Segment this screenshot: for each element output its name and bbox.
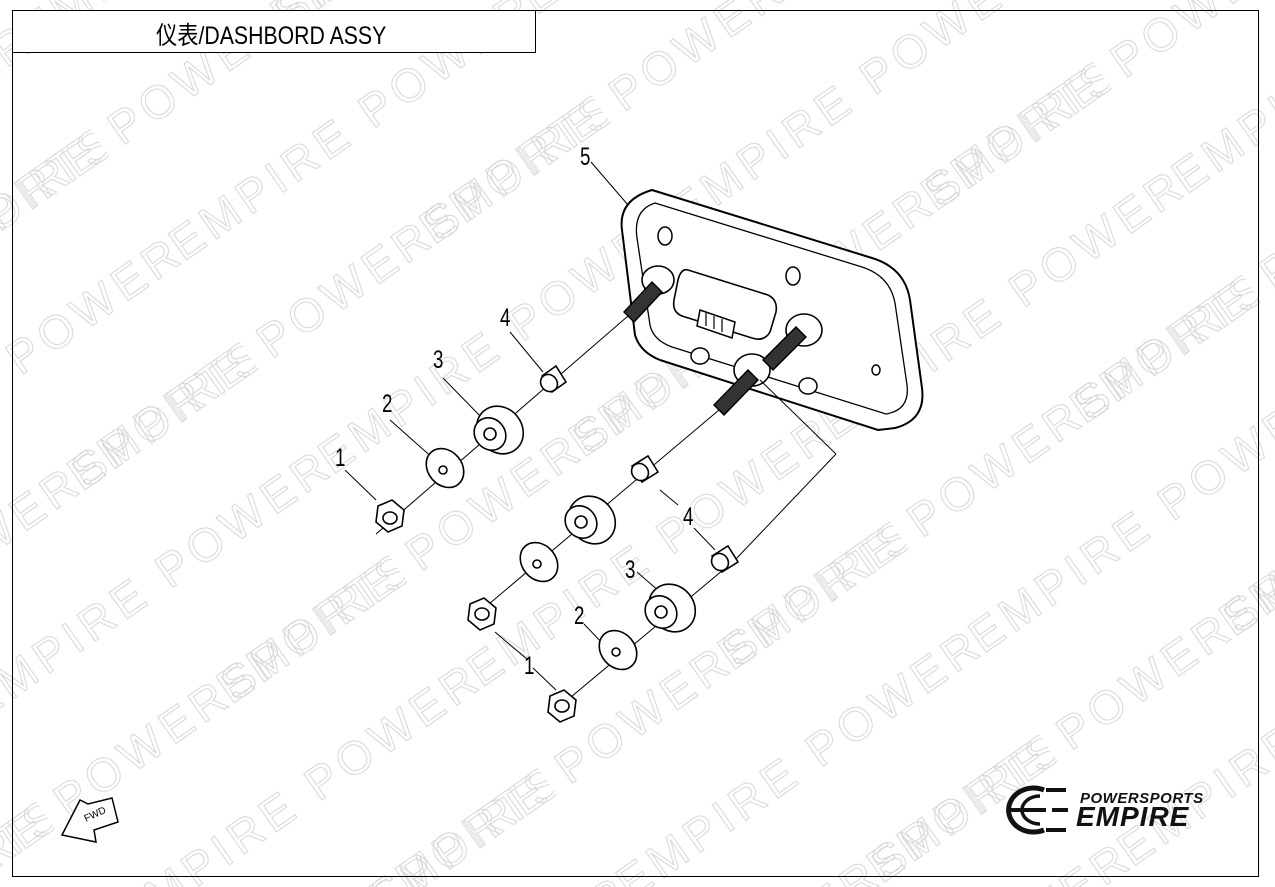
dashboard-housing [620,188,924,432]
drawing-border [12,10,1259,877]
logo-powersports-text: POWERSPORTS [1080,790,1204,807]
callout-label: 2 [382,390,393,418]
lower-fastener-stack [547,544,740,723]
callout-label: 4 [500,304,511,332]
title-block [12,10,536,53]
callout-label: 3 [433,346,444,374]
mounting-studs [623,280,807,416]
callout-label: 1 [524,652,535,680]
logo-empire-text: EMPIRE [1076,801,1190,832]
callout-label: 4 [683,503,694,531]
middle-fastener-stack [467,454,660,631]
page-title: 仪表/DASHBORD ASSY [156,22,387,50]
callout-label: 3 [625,556,636,584]
callout-label: 5 [580,143,591,171]
upper-fastener-stack [375,364,568,533]
empire-logo-icon [1006,785,1068,835]
fwd-arrow-icon: FWD [60,797,119,843]
callout-label: 2 [574,602,585,630]
callout-label: 1 [335,444,346,472]
